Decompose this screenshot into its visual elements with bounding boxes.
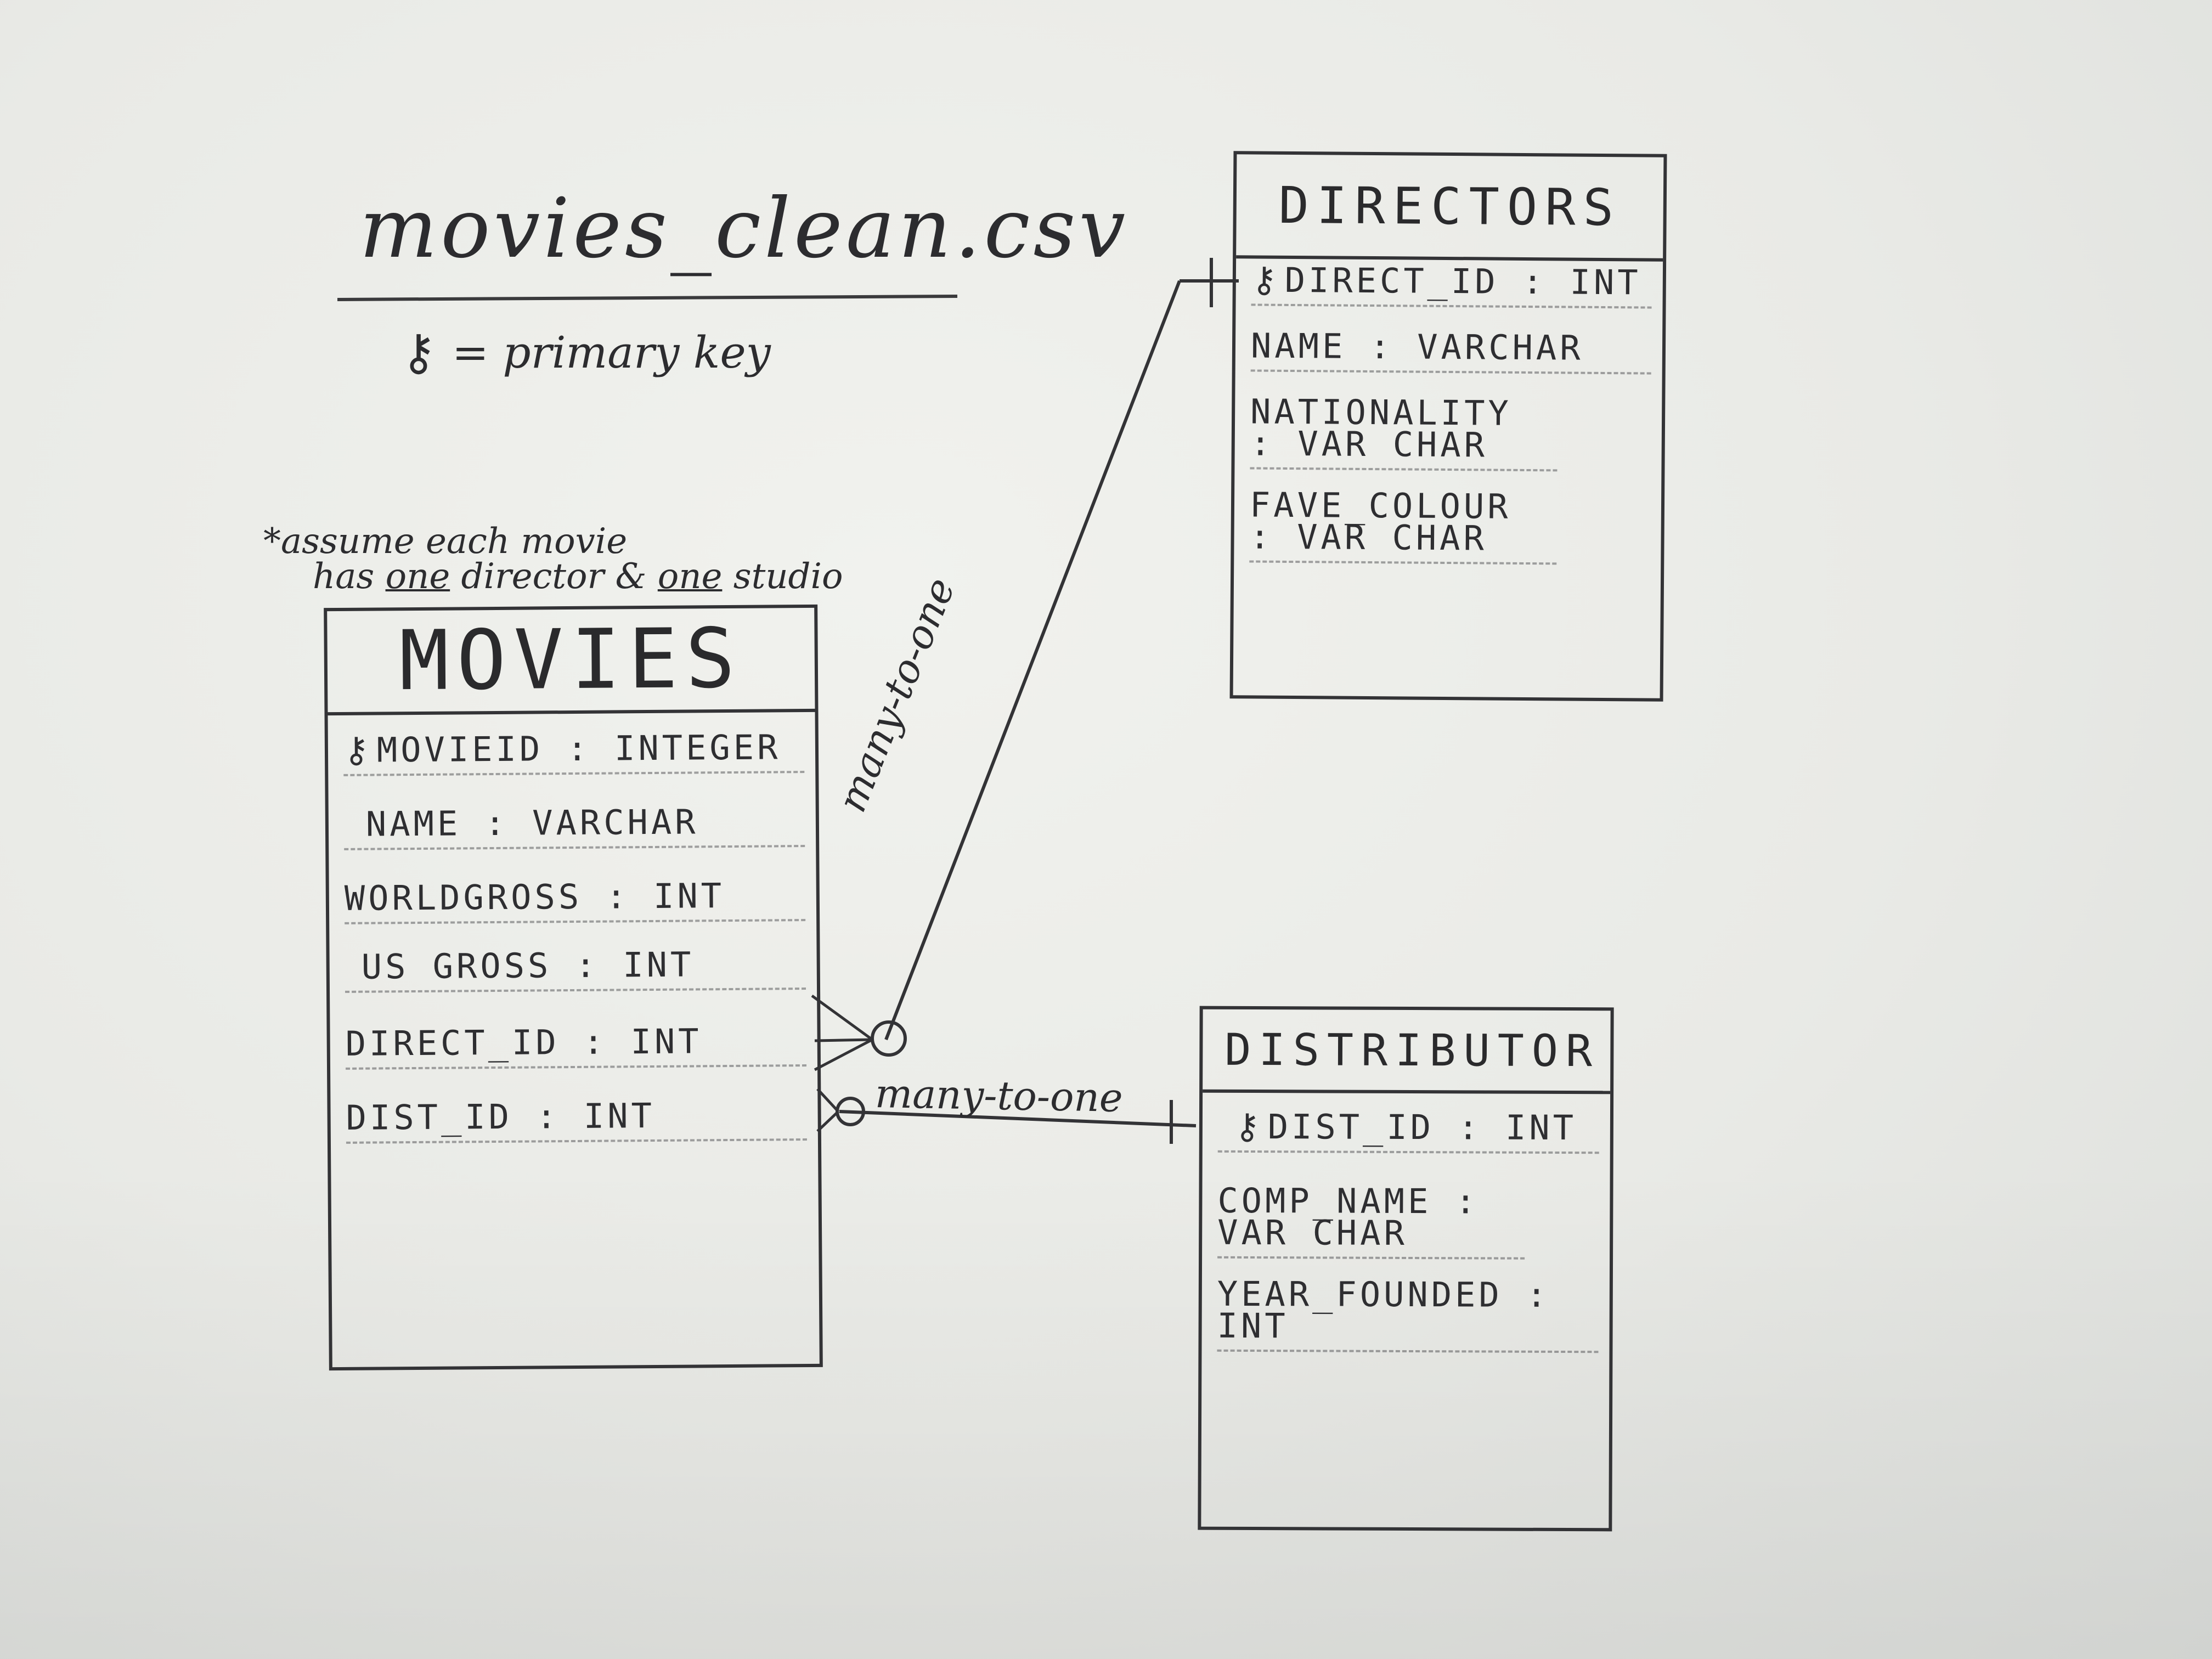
crowfoot-prong <box>814 1038 873 1042</box>
relationship-line-directors <box>884 280 1181 1041</box>
attribute-row: YEAR_FOUNDED : INT <box>1217 1274 1599 1353</box>
attribute-row: WORLDGROSS : INT <box>345 876 806 924</box>
crowfoot-prong <box>811 994 873 1041</box>
note-text: director & <box>450 556 658 597</box>
key-icon: ⚷ <box>1251 259 1280 301</box>
crowfoot-prong <box>814 1038 873 1071</box>
attribute-row: ⚷MOVIEID : INTEGER <box>343 727 805 776</box>
attribute-row: DIST_ID : INT <box>346 1096 807 1144</box>
relationship-line-distributor <box>839 1110 1197 1127</box>
note-emphasis: one <box>385 556 450 597</box>
attribute-row: DIRECT_ID : INT <box>345 1021 807 1070</box>
attribute-row: ⚷DIRECT_ID : INT <box>1251 259 1652 309</box>
note-text: has <box>313 556 386 597</box>
attribute-text: DIRECT_ID : INT <box>1284 259 1641 303</box>
note-line-2: has one director & one studio <box>263 559 843 594</box>
entity-distributor: DISTRIBUTOR ⚷DIST_ID : INT COMP_NAME : V… <box>1198 1006 1614 1532</box>
entity-movies: MOVIES ⚷MOVIEID : INTEGER NAME : VARCHAR… <box>324 604 823 1371</box>
attribute-row: FAVE_COLOUR : VAR CHAR <box>1249 484 1558 565</box>
entity-directors: DIRECTORS ⚷DIRECT_ID : INT NAME : VARCHA… <box>1229 151 1667 702</box>
attribute-row: NATIONALITY : VAR CHAR <box>1250 391 1558 472</box>
note-line-1: *assume each movie <box>263 521 628 562</box>
crowfoot-prong <box>816 1110 839 1132</box>
crowfoot-prong <box>816 1088 839 1113</box>
key-icon: ⚷ <box>343 730 373 771</box>
key-icon: ⚷ <box>400 324 437 381</box>
relationship-label-distributor: many-to-one <box>874 1070 1124 1121</box>
assumption-note: *assume each movie has one director & on… <box>263 524 843 594</box>
attribute-text: DIST_ID : INT <box>1267 1107 1577 1148</box>
note-text: studio <box>722 556 843 597</box>
key-icon: ⚷ <box>1234 1106 1263 1148</box>
entity-title: MOVIES <box>327 607 815 716</box>
legend: ⚷ = primary key <box>400 324 771 381</box>
attribute-row: NAME : VARCHAR <box>1250 325 1652 375</box>
attribute-row: US GROSS : INT <box>345 944 806 993</box>
legend-text: = primary key <box>452 327 771 378</box>
entity-title: DIRECTORS <box>1236 154 1664 262</box>
attribute-text: MOVIEID : INTEGER <box>376 727 781 770</box>
attribute-row: COMP_NAME : VAR CHAR <box>1217 1181 1525 1260</box>
crowfoot-ring-directors <box>871 1020 907 1057</box>
note-emphasis: one <box>657 556 723 597</box>
attribute-row: NAME : VARCHAR <box>343 802 805 850</box>
attribute-row: ⚷DIST_ID : INT <box>1217 1107 1599 1154</box>
entity-title: DISTRIBUTOR <box>1203 1009 1611 1094</box>
diagram-title: movies_clean.csv <box>359 181 1129 276</box>
